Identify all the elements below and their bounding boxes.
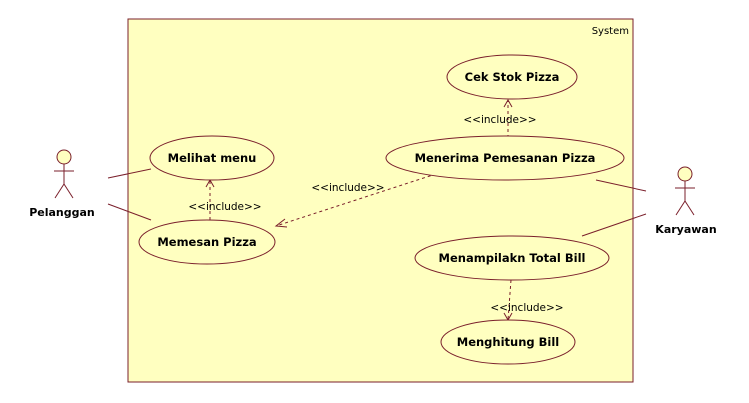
include-arrow-menghitung-bill — [507, 279, 512, 321]
association-karyawan-menerima-pesanan — [595, 179, 647, 192]
use-case-cek-stok-pizza-label: Cek Stok Pizza — [465, 70, 560, 84]
actor-pelanggan-left-leg — [54, 183, 65, 199]
use-case-cek-stok-pizza[interactable]: Cek Stok Pizza — [446, 54, 578, 100]
include-label-memesan-pizza: <<include>> — [311, 182, 384, 194]
association-karyawan-menampilkan-total — [581, 213, 647, 237]
use-case-menerima-pemesanan-pizza-shape — [385, 135, 625, 181]
include-label-melihat-menu: <<include>> — [188, 201, 261, 213]
use-case-menampilkan-total-bill[interactable]: Menampilakn Total Bill — [414, 235, 610, 281]
actor-pelanggan-right-leg — [63, 183, 74, 199]
system-label: System — [592, 26, 629, 37]
use-case-melihat-menu-shape — [149, 135, 275, 181]
use-case-cek-stok-pizza-shape — [446, 54, 578, 100]
actor-karyawan[interactable]: Karyawan — [655, 166, 717, 236]
actor-karyawan-figure-icon — [675, 166, 695, 216]
use-case-menghitung-bill[interactable]: Menghitung Bill — [440, 319, 576, 365]
include-arrowhead-cek-stok — [503, 98, 513, 108]
actor-pelanggan-figure-icon — [54, 149, 74, 199]
use-case-menerima-pemesanan-pizza-label: Menerima Pemesanan Pizza — [415, 151, 596, 165]
actor-karyawan-head — [677, 166, 693, 182]
use-case-menghitung-bill-label: Menghitung Bill — [457, 335, 560, 349]
actor-pelanggan-head — [56, 149, 72, 165]
actor-pelanggan[interactable]: Pelanggan — [29, 149, 95, 219]
use-case-menampilkan-total-bill-label: Menampilakn Total Bill — [439, 251, 586, 265]
association-pelanggan-memesan-pizza — [107, 203, 152, 221]
include-arrowhead-memesan-pizza — [274, 218, 288, 228]
include-label-cek-stok: <<include>> — [463, 114, 536, 126]
use-case-memesan-pizza[interactable]: Memesan Pizza — [138, 219, 276, 265]
actor-pelanggan-label: Pelanggan — [29, 206, 95, 219]
use-case-memesan-pizza-shape — [138, 219, 276, 265]
actor-karyawan-left-leg — [675, 200, 686, 216]
use-case-melihat-menu[interactable]: Melihat menu — [149, 135, 275, 181]
use-case-menghitung-bill-shape — [440, 319, 576, 365]
use-case-memesan-pizza-label: Memesan Pizza — [157, 235, 256, 249]
use-case-menampilkan-total-bill-shape — [414, 235, 610, 281]
actor-karyawan-label: Karyawan — [655, 223, 716, 236]
actor-karyawan-right-leg — [684, 200, 695, 216]
association-pelanggan-melihat-menu — [107, 168, 152, 179]
include-label-menghitung-bill: <<include>> — [490, 302, 563, 314]
include-arrow-memesan-pizza — [275, 171, 443, 227]
use-case-menerima-pemesanan-pizza[interactable]: Menerima Pemesanan Pizza — [385, 135, 625, 181]
use-case-melihat-menu-label: Melihat menu — [168, 151, 257, 165]
